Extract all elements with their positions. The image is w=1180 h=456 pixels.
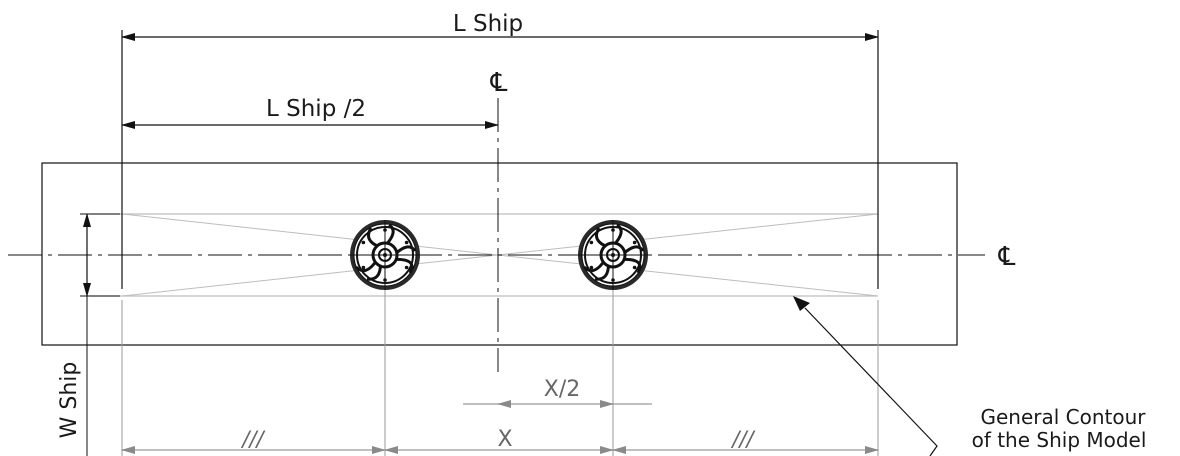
basin-outline bbox=[41, 162, 958, 346]
ship-contour bbox=[90, 213, 879, 297]
thruster-extension-lines bbox=[121, 290, 879, 456]
l-ship-half-label: L Ship /2 bbox=[266, 96, 366, 122]
x-label: X bbox=[497, 427, 512, 452]
centerline-symbol-right: ℄ bbox=[998, 242, 1016, 272]
hatch-left-label: /// bbox=[240, 427, 265, 451]
hatch-right-label: /// bbox=[730, 427, 755, 451]
azimuth-thruster-icon bbox=[348, 218, 422, 292]
contour-leader-arrowhead bbox=[793, 296, 810, 311]
contour-leader-line bbox=[804, 307, 938, 456]
x-half-label: X/2 bbox=[544, 377, 580, 402]
l-ship-label: L Ship bbox=[453, 11, 523, 37]
azimuth-thruster-icon bbox=[576, 218, 650, 292]
centerline-symbol-top: ℄ bbox=[490, 68, 508, 98]
w-ship-dimension bbox=[80, 213, 120, 456]
contour-label-line2: of the Ship Model bbox=[972, 428, 1147, 452]
w-ship-label: W Ship bbox=[57, 362, 82, 439]
contour-label-line1: General Contour bbox=[980, 405, 1146, 429]
